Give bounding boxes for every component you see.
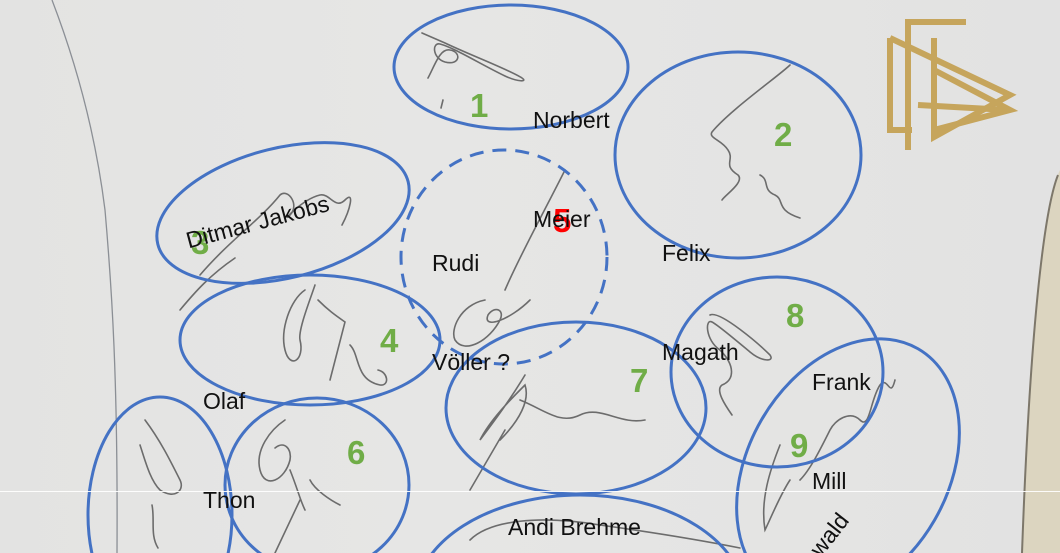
name-line-2: Thon — [203, 487, 256, 513]
card-edge-right — [1022, 170, 1060, 553]
signature-number-8: 8 — [786, 297, 805, 334]
ellipse-left — [86, 395, 234, 553]
signature-number-9: 9 — [790, 427, 809, 464]
card-edge-line-right — [1021, 174, 1059, 553]
name-line-2: Völler ? — [432, 349, 510, 375]
signature-name-2: Felix Magath — [662, 171, 739, 435]
signature-name-8: Frank Mill — [812, 300, 871, 553]
ellipse-2 — [613, 50, 863, 260]
name-line-1: Felix — [662, 240, 711, 266]
name-line-1: Rudi — [432, 250, 480, 276]
name-line-1: Frank — [812, 369, 871, 395]
name-line-1: Norbert — [533, 107, 610, 133]
name-line-1: Olaf — [203, 388, 246, 414]
photo-seam-line — [0, 491, 1060, 492]
annotation-ellipses — [86, 3, 961, 553]
signature-number-7: 7 — [630, 362, 649, 399]
ellipse-bottom — [430, 493, 730, 553]
signature-name-6: Hans- Peter — [310, 511, 371, 553]
ellipse-9 — [735, 337, 961, 553]
signature-number-4: 4 — [380, 322, 399, 359]
dfb-logo-icon — [887, 19, 1019, 150]
card-edge-line-left — [51, 0, 118, 553]
name-line-2: Meier — [533, 206, 591, 232]
signatures — [139, 32, 896, 553]
name-line-2: Magath — [662, 339, 739, 365]
name-line-1: Guido Buchwald — [728, 506, 857, 553]
signature-name-5: Rudi Völler ? — [432, 181, 510, 445]
name-line-1: Andi Brehme — [508, 514, 641, 540]
signature-number-1: 1 — [470, 87, 489, 124]
ellipse-8 — [669, 275, 885, 469]
ellipse-6 — [223, 396, 411, 553]
name-line-1: Ditmar Jakobs — [183, 190, 332, 254]
signature-name-7: Andi Brehme — [508, 445, 641, 553]
ellipse-1 — [392, 3, 630, 131]
signature-number-2: 2 — [774, 116, 793, 153]
name-line-2: Mill — [812, 468, 847, 494]
signature-name-1: Norbert Meier — [533, 38, 610, 302]
signature-number-3: 3 — [191, 224, 210, 261]
ellipse-5-dashed — [399, 148, 609, 366]
signature-number-5: 5 — [553, 202, 572, 239]
signature-number-6: 6 — [347, 434, 366, 471]
signature-name-4: Olaf Thon — [203, 319, 255, 553]
